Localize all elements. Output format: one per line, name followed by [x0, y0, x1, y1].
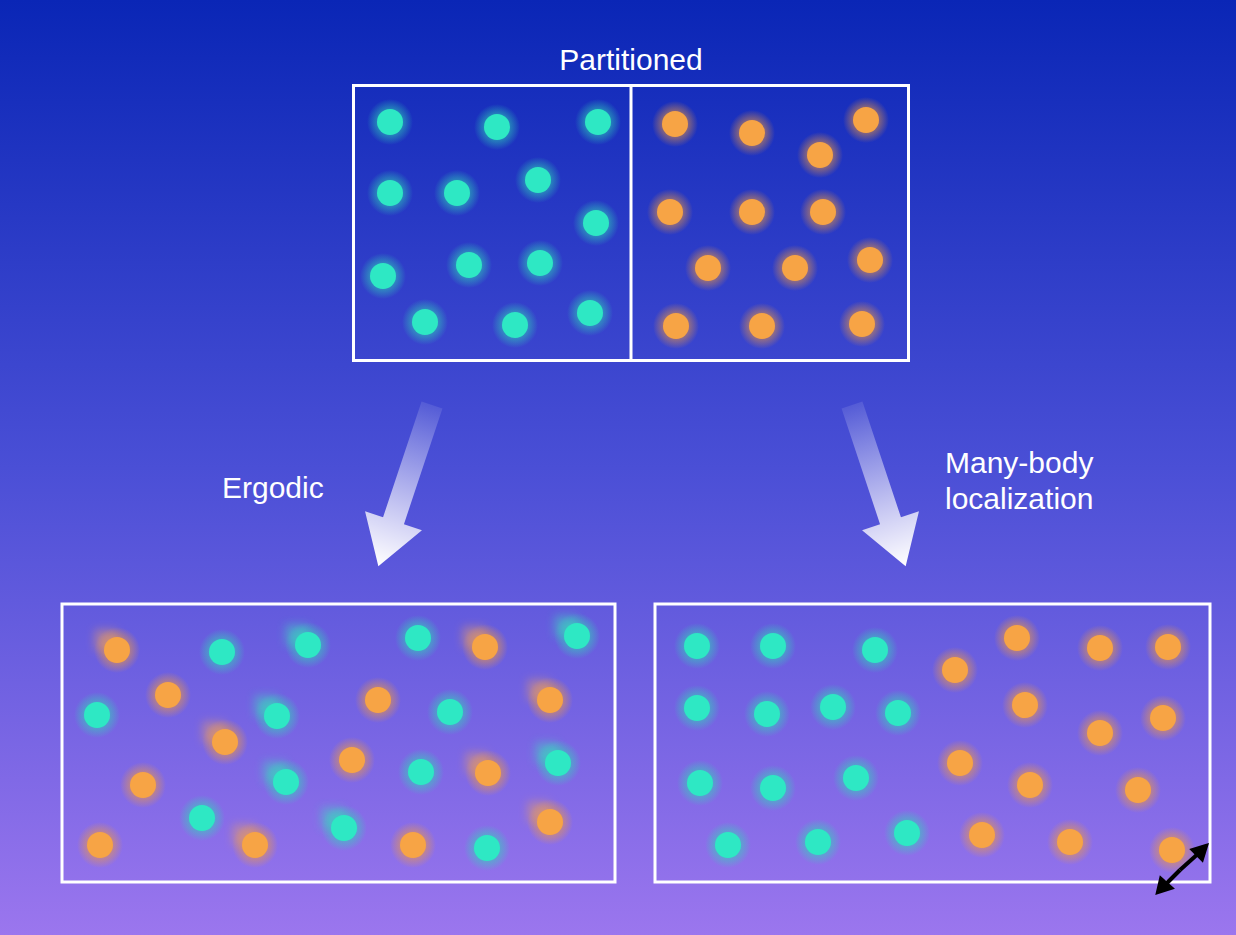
mbl-arrow — [824, 396, 935, 576]
box-heading: Partitioned — [355, 43, 907, 77]
arrow-label: Ergodic — [222, 470, 422, 506]
double-arrow — [1158, 846, 1206, 892]
ergodic-arrow — [350, 396, 461, 576]
partitioned-box: Partitioned — [352, 84, 910, 362]
ergodic-box — [62, 604, 615, 882]
mbl-box — [655, 604, 1210, 882]
arrow-label: Many-body localization — [945, 445, 1155, 517]
particles — [74, 97, 1195, 873]
partition-line — [631, 84, 632, 362]
